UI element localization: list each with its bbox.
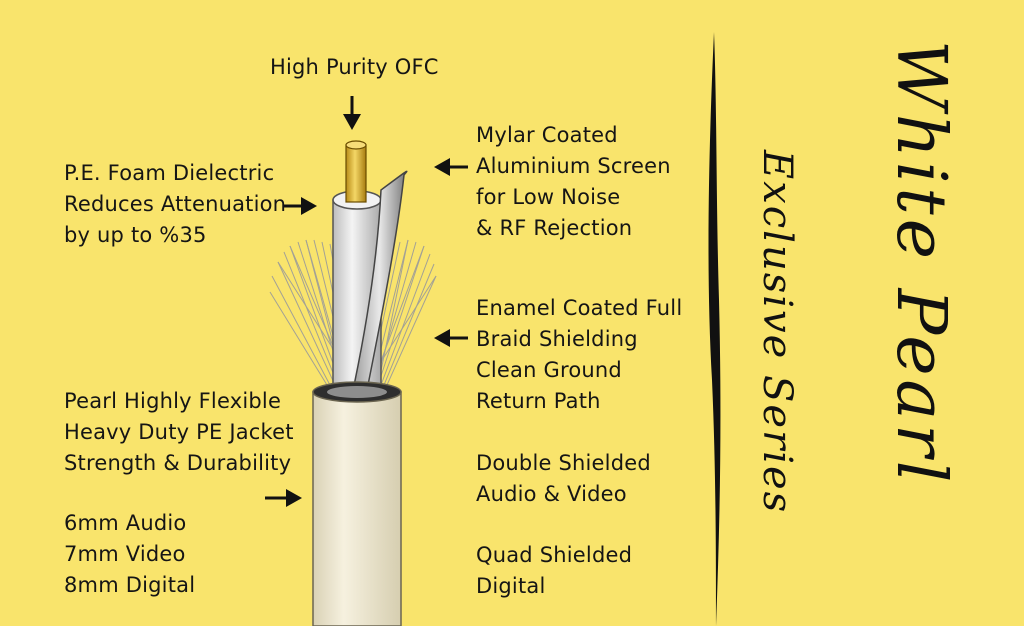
pe-jacket (312, 381, 402, 626)
label-pe-foam: P.E. Foam Dielectric Reduces Attenuation… (64, 161, 287, 247)
label-sizes: 6mm Audio 7mm Video 8mm Digital (64, 511, 196, 597)
arrows (265, 96, 468, 507)
mylar-aluminium-screen (351, 170, 408, 396)
arrow-mylar (434, 158, 468, 176)
brand-subtitle: Exclusive Series (754, 150, 800, 515)
arrow-ofc (343, 96, 361, 130)
label-jacket: Pearl Highly Flexible Heavy Duty PE Jack… (64, 389, 294, 475)
label-double-shielded: Double Shielded Audio & Video (476, 451, 651, 506)
arrow-jacket (265, 489, 302, 507)
label-mylar: Mylar Coated Aluminium Screen for Low No… (476, 123, 671, 240)
label-quad-shielded: Quad Shielded Digital (476, 543, 633, 598)
label-braid: Enamel Coated Full Braid Shielding Clean… (476, 296, 683, 413)
label-ofc: High Purity OFC (270, 55, 439, 79)
brand-title: White Pearl (881, 40, 960, 487)
ofc-conductor (345, 140, 367, 203)
divider-swash (708, 32, 721, 626)
arrow-pe-foam (283, 197, 317, 215)
arrow-braid (434, 329, 468, 347)
